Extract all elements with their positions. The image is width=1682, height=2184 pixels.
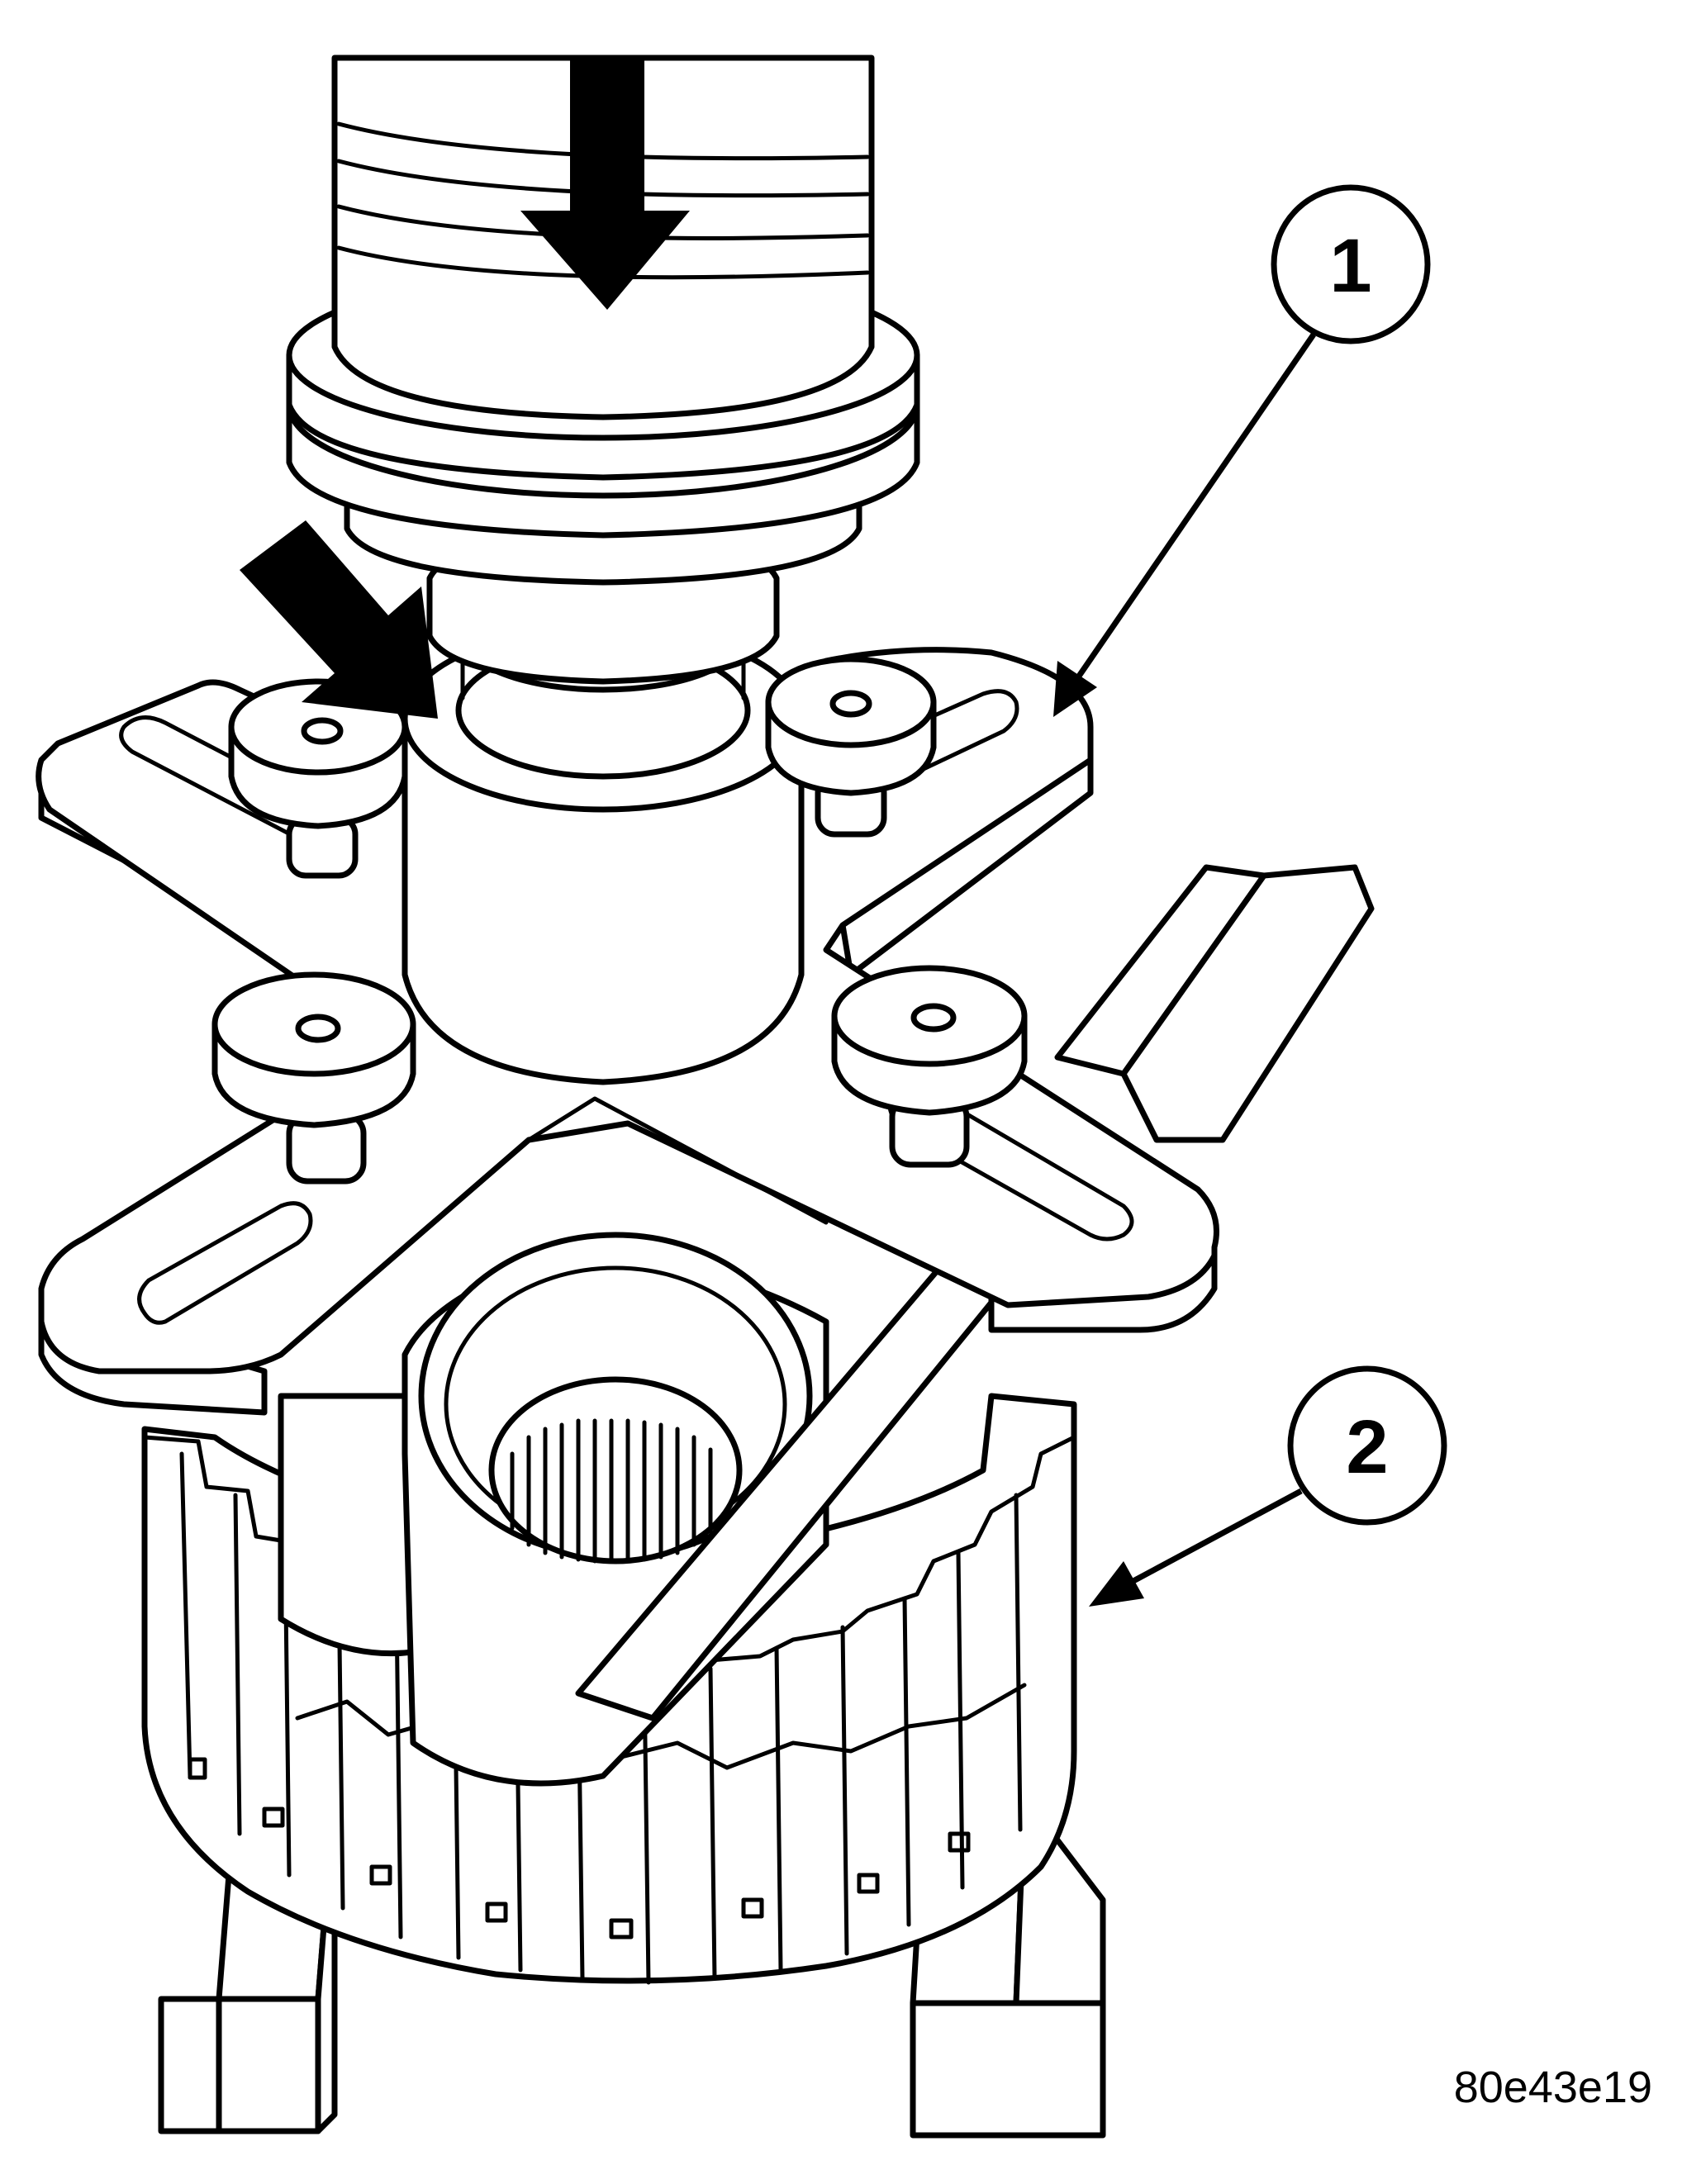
inner-hub: [278, 1232, 829, 1787]
press-ram: [286, 55, 920, 685]
thumb-screw-rear-left: [228, 678, 408, 879]
callout-2: 2: [1089, 1365, 1447, 1607]
callout-2-label: 2: [1346, 1405, 1388, 1489]
thumb-screw-front-left: [211, 971, 416, 1185]
diagonal-arrow: [240, 520, 438, 719]
callout-1: 1: [1053, 184, 1431, 717]
thumb-screw-front-right: [831, 965, 1028, 1168]
figure-id: 80e43e19: [1454, 2063, 1652, 2112]
internal-splines: [510, 1418, 713, 1564]
callout-1-label: 1: [1329, 224, 1371, 308]
thumb-screw-rear-right: [765, 656, 937, 838]
down-arrow: [520, 58, 690, 310]
tool-strip: [575, 864, 1375, 1721]
